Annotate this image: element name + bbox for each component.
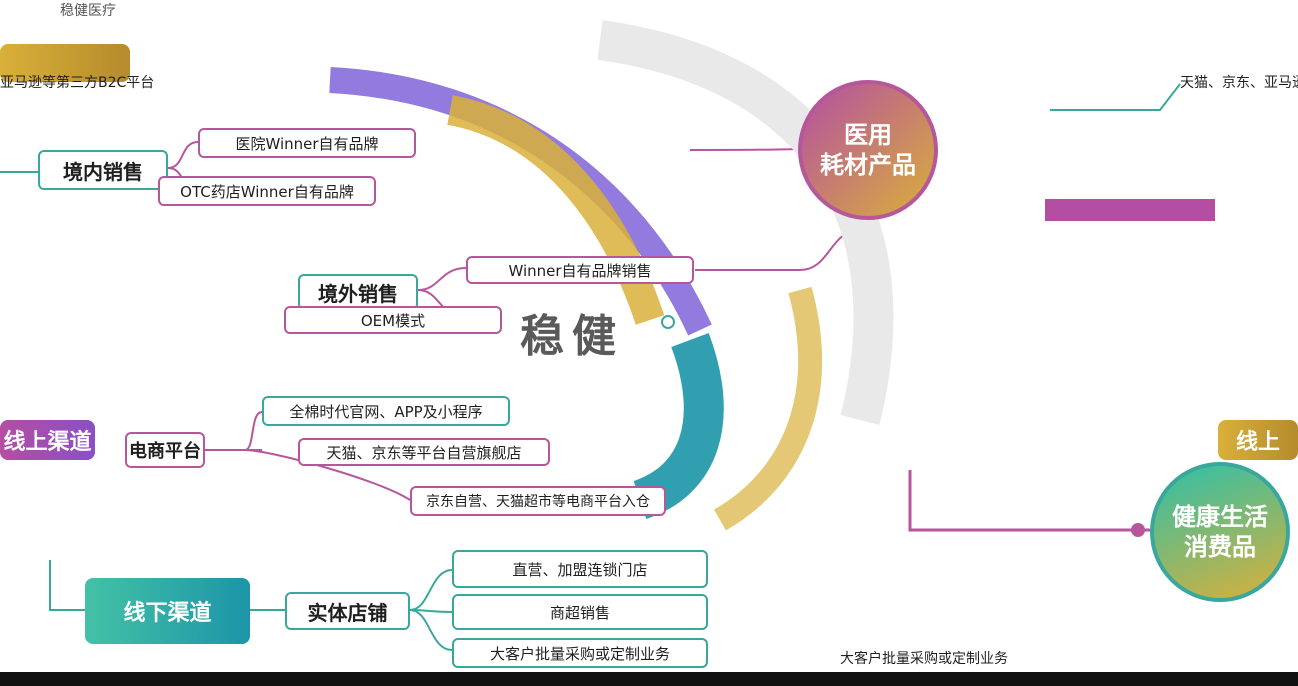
health-consumer-circle: 健康生活 消费品 xyxy=(1150,462,1290,602)
domestic-sales-node: 境内销售 xyxy=(38,150,168,190)
ecommerce-leaf-warehouse: 京东自营、天猫超市等电商平台入仓 xyxy=(410,486,666,516)
overseas-leaf-winner: Winner自有品牌销售 xyxy=(466,256,694,284)
domestic-leaf-otc: OTC药店Winner自有品牌 xyxy=(158,176,376,206)
health-right-label: 线上 xyxy=(1218,420,1298,460)
center-label: 稳健 xyxy=(520,311,624,362)
bottom-bulk-text: 大客户批量采购或定制业务 xyxy=(840,651,1008,667)
medical-consumables-circle: 医用 耗材产品 xyxy=(798,80,938,220)
medical-online-label xyxy=(0,44,130,82)
medical-right-text: 天猫、京东、亚马逊 xyxy=(1180,75,1298,91)
offline-channel-node: 线下渠道 xyxy=(85,578,250,644)
brand-text: 稳健医疗 xyxy=(60,3,116,19)
b2c-platform-text: 亚马逊等第三方B2C平台 xyxy=(0,75,155,91)
health-circle-line2: 消费品 xyxy=(1184,533,1256,561)
health-circle-line1: 健康生活 xyxy=(1172,503,1268,531)
store-leaf-supermarket: 商超销售 xyxy=(452,594,708,630)
medical-circle-line2: 耗材产品 xyxy=(820,151,916,179)
store-leaf-bulk: 大客户批量采购或定制业务 xyxy=(452,638,708,668)
bottom-bar xyxy=(0,672,1298,686)
store-leaf-chain: 直营、加盟连锁门店 xyxy=(452,550,708,588)
overseas-leaf-oem: OEM模式 xyxy=(284,306,502,334)
online-channel-node: 线上渠道 xyxy=(0,420,95,460)
ecommerce-leaf-official: 全棉时代官网、APP及小程序 xyxy=(262,396,510,426)
overseas-sales-node: 境外销售 xyxy=(298,274,418,310)
ecommerce-leaf-flagship: 天猫、京东等平台自营旗舰店 xyxy=(298,438,550,466)
ecommerce-platform-node: 电商平台 xyxy=(125,432,205,468)
domestic-leaf-hospital: 医院Winner自有品牌 xyxy=(198,128,416,158)
medical-circle-line1: 医用 xyxy=(844,121,892,149)
physical-store-node: 实体店铺 xyxy=(285,592,410,630)
